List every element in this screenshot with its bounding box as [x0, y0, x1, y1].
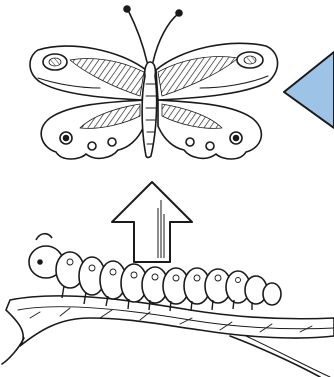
pointer-triangle: [284, 52, 334, 128]
butterfly-antenna-right: [153, 14, 178, 62]
butterfly-body: [142, 62, 157, 158]
butterfly-antenna-left: [128, 10, 147, 62]
butterfly-illustration: [30, 6, 278, 159]
up-arrow-icon: [112, 182, 192, 262]
pointer-callout: [284, 52, 334, 128]
branch-illustration: [2, 296, 334, 377]
